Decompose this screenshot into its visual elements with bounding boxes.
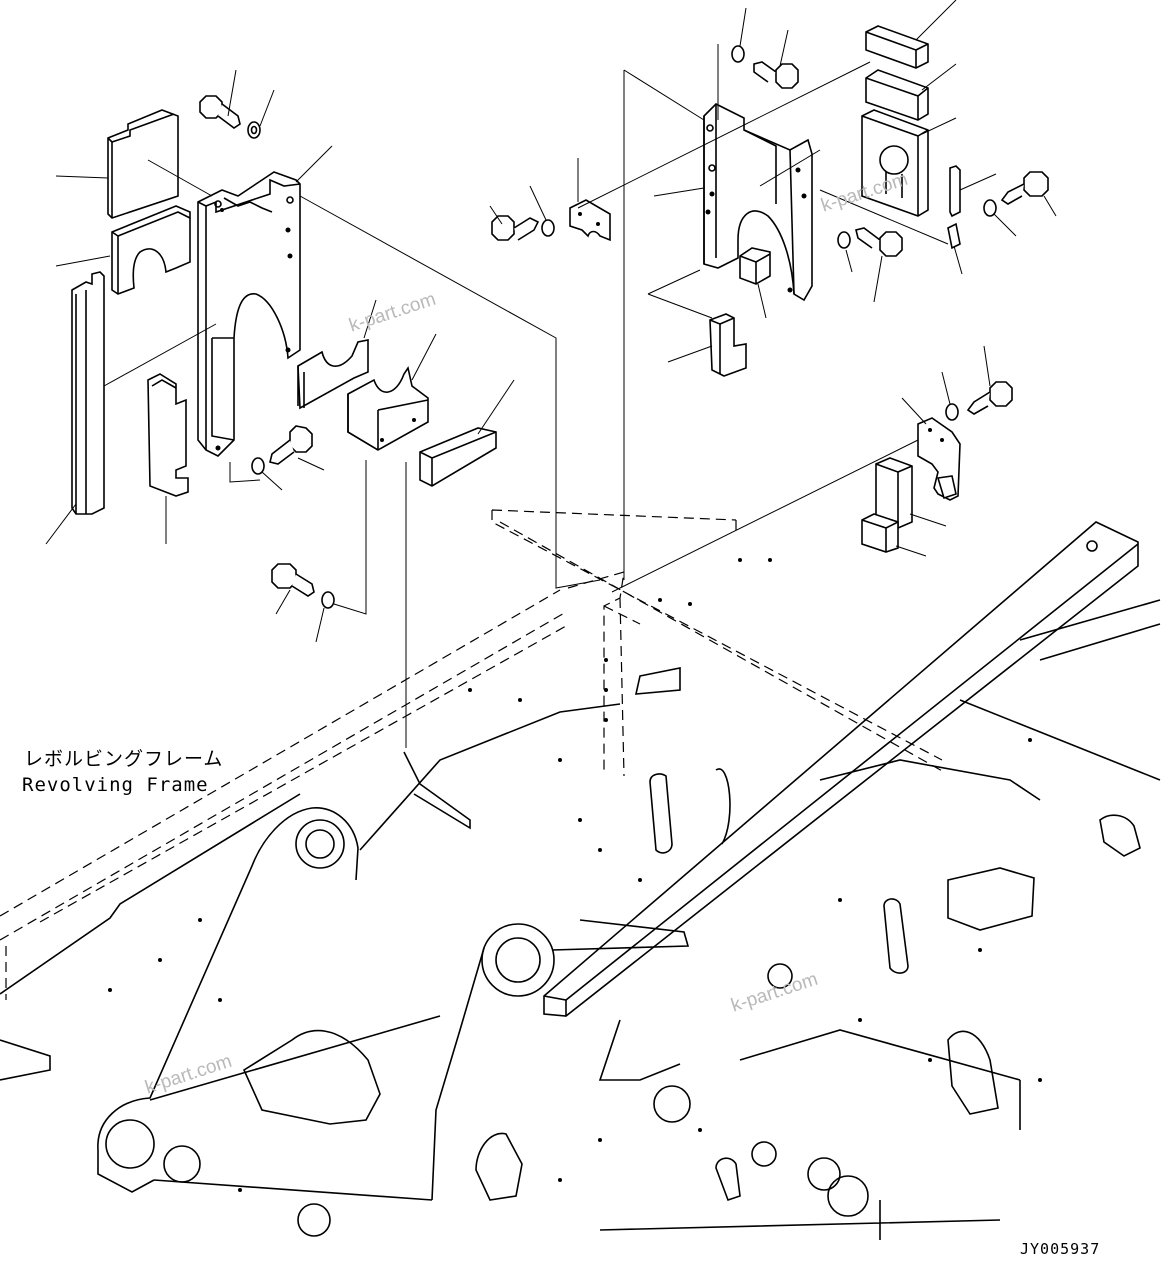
- left-angle-clamp: [347, 365, 429, 451]
- left-semicircle-clamp: [297, 339, 369, 410]
- left-top-pad: [107, 109, 179, 219]
- right-washer-2: [541, 219, 555, 237]
- right-washer-4: [983, 199, 997, 217]
- right-washer-3: [837, 231, 851, 249]
- left-long-bar: [71, 271, 105, 515]
- right-l-stopper: [709, 313, 747, 377]
- right-pad-middle: [865, 69, 929, 121]
- left-washer-2: [251, 457, 265, 475]
- left-bolt-3: [271, 563, 315, 597]
- frame-label-japanese: レボルビングフレーム: [24, 748, 224, 770]
- right-bolt-5: [966, 381, 1013, 415]
- right-bolt-4: [1000, 171, 1049, 205]
- right-clip-plate: [569, 199, 611, 242]
- right-washer-1: [731, 45, 745, 63]
- right-lower-bracket: [917, 417, 961, 501]
- frame-main-beam: [543, 521, 1139, 1017]
- left-washer-3: [321, 591, 335, 609]
- right-bolt-1: [753, 61, 799, 89]
- drawing-code: JY005937: [1020, 1240, 1101, 1258]
- frame-label-english: Revolving Frame: [22, 774, 209, 796]
- frame-boom-foot: [97, 703, 690, 1237]
- right-bolt-3: [855, 227, 903, 257]
- right-small-block: [739, 247, 771, 285]
- right-pad-top: [865, 25, 929, 69]
- left-stepped-pad: [147, 373, 189, 497]
- left-washer-1: [247, 121, 261, 139]
- left-cutout-pad: [111, 205, 191, 295]
- right-lower-pad-2: [861, 513, 899, 553]
- frame-inner-webs: [403, 599, 1161, 1240]
- right-leader-lines: [489, 0, 1057, 593]
- right-bolt-2: [491, 215, 540, 241]
- frame-rivet-dots: [108, 558, 1042, 1192]
- right-washer-5: [945, 403, 959, 421]
- left-bolt-1: [199, 95, 241, 129]
- frame-crossbar: [491, 509, 945, 777]
- left-wedge-block: [419, 427, 497, 487]
- frame-left-rail: [0, 589, 567, 1081]
- left-leader-lines: [45, 69, 601, 748]
- left-main-bracket: [197, 171, 301, 457]
- left-bolt-2: [269, 425, 313, 465]
- right-main-bracket: [703, 103, 813, 302]
- right-thin-shim: [947, 165, 961, 250]
